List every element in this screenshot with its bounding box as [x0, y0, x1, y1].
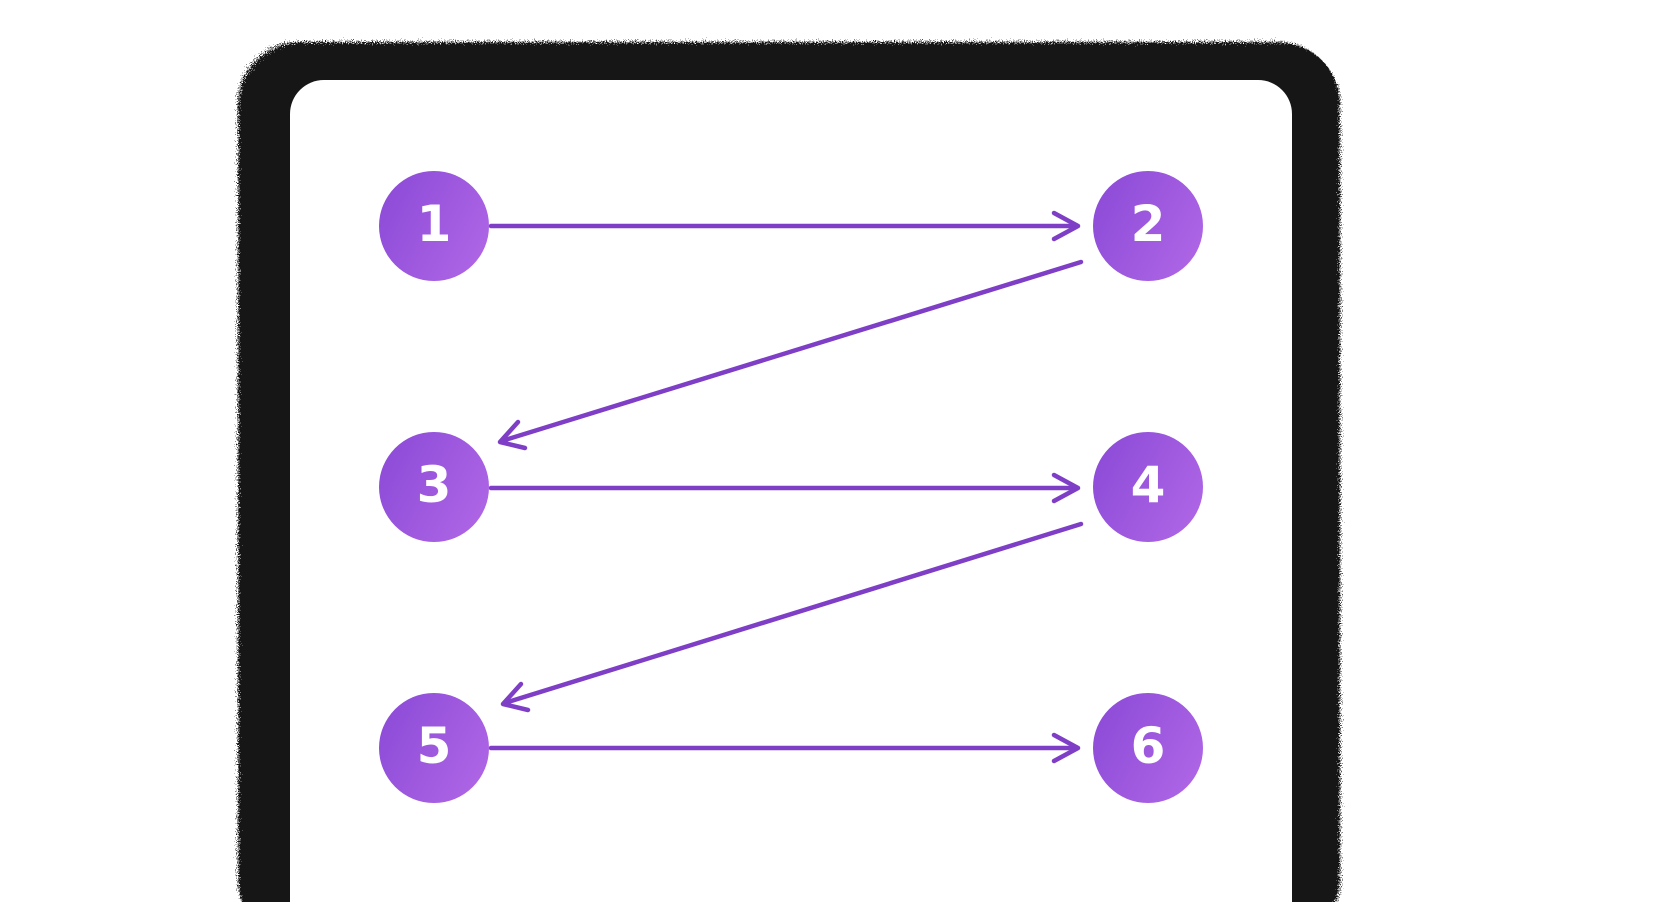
node-5-label: 5: [416, 717, 452, 775]
node-3-label: 3: [416, 456, 452, 514]
node-6: 6: [1093, 693, 1203, 803]
card-rect: [290, 80, 1292, 902]
arrows-layer: [488, 210, 1084, 764]
arrow-1-2: [488, 210, 1081, 242]
node-2: 2: [1093, 171, 1203, 281]
arrow-2-3: [497, 259, 1084, 451]
node-6-label: 6: [1130, 717, 1166, 775]
node-1: 1: [379, 171, 489, 281]
node-1-label: 1: [416, 195, 452, 253]
node-3: 3: [379, 432, 489, 542]
node-5: 5: [379, 693, 489, 803]
node-4-label: 4: [1130, 456, 1166, 514]
node-4: 4: [1093, 432, 1203, 542]
arrow-5-6: [488, 732, 1081, 764]
flow-diagram: 1 2 3 4 5 6: [290, 80, 1292, 902]
arrow-3-4: [488, 472, 1081, 504]
arrow-4-5: [500, 521, 1084, 713]
node-2-label: 2: [1130, 195, 1166, 253]
